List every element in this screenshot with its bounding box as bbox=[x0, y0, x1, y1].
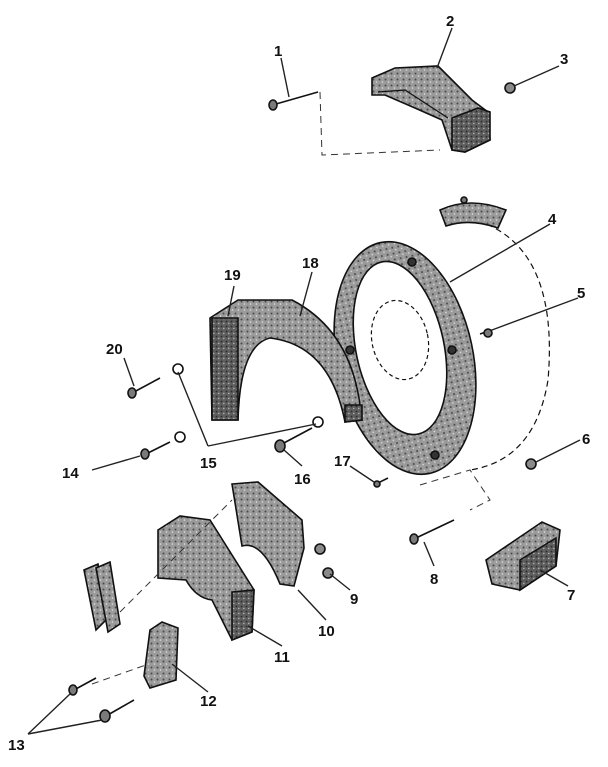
callout-19: 19 bbox=[224, 267, 241, 284]
part-19-arch-bracket bbox=[209, 299, 363, 423]
part-5-screw bbox=[479, 328, 493, 338]
callout-13: 13 bbox=[8, 737, 25, 754]
callout-16: 16 bbox=[294, 471, 311, 488]
callout-5: 5 bbox=[577, 285, 585, 302]
part-10-plate bbox=[231, 481, 305, 587]
callout-20: 20 bbox=[106, 341, 123, 358]
callout-8: 8 bbox=[430, 571, 438, 588]
part-2-top-bracket bbox=[371, 65, 491, 153]
leader-lines bbox=[27, 27, 581, 735]
part-6-nut bbox=[525, 458, 537, 470]
callout-1: 1 bbox=[274, 43, 282, 60]
callout-12: 12 bbox=[200, 693, 217, 710]
assembly-line-1 bbox=[319, 91, 441, 156]
callout-10: 10 bbox=[318, 623, 335, 640]
callout-11: 11 bbox=[274, 649, 290, 666]
callout-labels: 1 2 3 4 5 6 7 8 9 10 11 12 13 14 15 16 1… bbox=[8, 13, 590, 754]
part-4-clip bbox=[438, 196, 508, 230]
assembly-line-lower bbox=[419, 469, 491, 511]
callout-9: 9 bbox=[350, 591, 358, 608]
part-16-bolt bbox=[274, 427, 313, 453]
callout-4: 4 bbox=[548, 211, 557, 228]
part-17-screw bbox=[373, 477, 389, 488]
callout-18: 18 bbox=[302, 255, 319, 272]
part-13-bolts bbox=[68, 677, 135, 723]
callout-6: 6 bbox=[582, 431, 590, 448]
callout-17: 17 bbox=[334, 453, 351, 470]
part-9-nuts bbox=[314, 543, 334, 579]
part-14-bolt bbox=[140, 441, 171, 460]
assembly-line-left-1 bbox=[119, 499, 233, 613]
part-11-block bbox=[157, 515, 255, 642]
callout-7: 7 bbox=[567, 587, 575, 604]
part-1-bolt bbox=[268, 91, 319, 111]
part-7-block bbox=[485, 521, 561, 592]
callout-14: 14 bbox=[62, 465, 79, 482]
part-15-washers bbox=[172, 363, 324, 443]
callout-15: 15 bbox=[200, 455, 217, 472]
part-shims bbox=[83, 560, 121, 634]
part-8-bolt bbox=[409, 519, 455, 545]
callout-3: 3 bbox=[560, 51, 568, 68]
part-3-nut bbox=[504, 82, 516, 94]
part-20-bolt bbox=[127, 377, 161, 399]
callout-2: 2 bbox=[446, 13, 454, 30]
part-4-housing bbox=[333, 217, 550, 476]
part-12-bracket bbox=[143, 621, 179, 689]
